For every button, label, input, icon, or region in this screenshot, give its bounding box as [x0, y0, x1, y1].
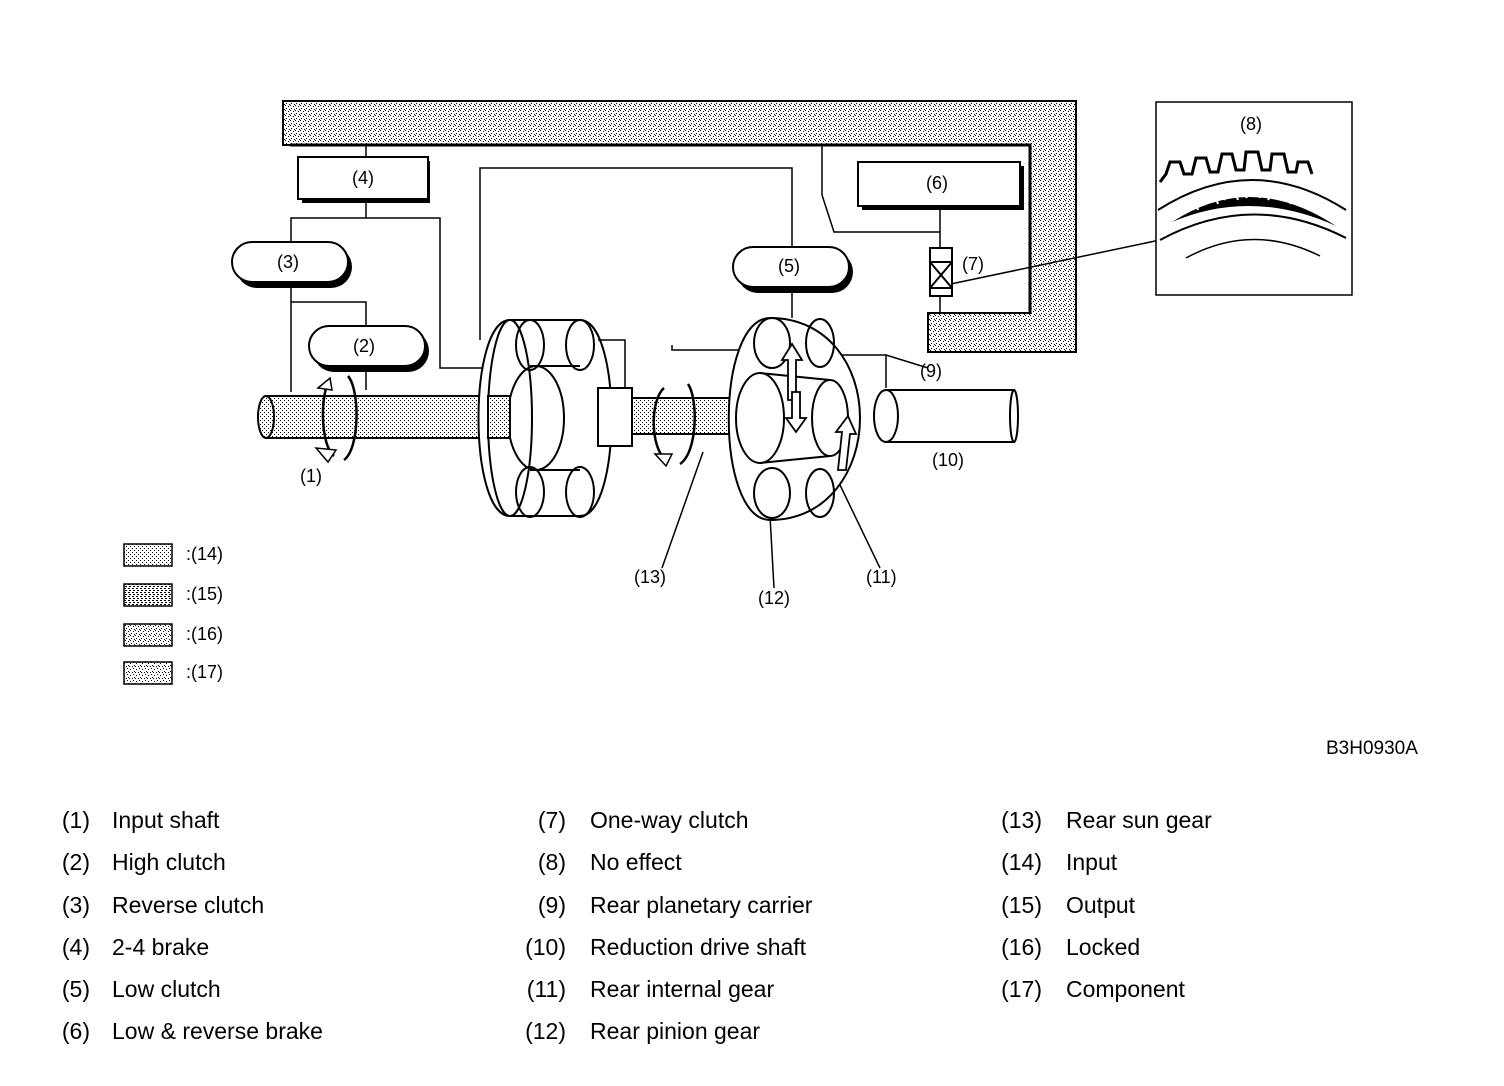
legend-number: (9) — [537, 891, 566, 918]
legend-text: Low & reverse brake — [112, 1018, 323, 1045]
connection-lines — [290, 145, 1161, 589]
legend-number: (11) — [526, 976, 566, 1003]
callout-5: (5) — [778, 256, 800, 276]
callout-12: (12) — [758, 588, 790, 608]
legend-text: Rear internal gear — [590, 976, 775, 1003]
inset-no-effect — [1155, 101, 1353, 296]
legend-number: (8) — [537, 849, 566, 876]
legend-text: Component — [1066, 976, 1185, 1003]
transmission-case — [282, 100, 1077, 353]
callout-7: (7) — [962, 254, 984, 274]
reference-code: B3H0930A — [1326, 738, 1418, 759]
legend-text: Input — [1066, 849, 1118, 876]
front-input-drum — [487, 395, 511, 439]
legend-list: (1) Input shaft (2) High clutch (3) Reverse… — [0, 806, 1504, 1066]
low-reverse-brake — [857, 161, 1024, 210]
legend-number: (15) — [1001, 891, 1042, 918]
legend-text: Locked — [1066, 933, 1141, 960]
legend-number: (2) — [61, 849, 90, 876]
legend-text: Output — [1066, 891, 1136, 918]
legend-text: Rear pinion gear — [590, 1018, 761, 1045]
swatch-component — [123, 661, 173, 685]
callout-labels: (1) (2) (3) (4) (5) (6) (7) (8) (9) (10)… — [186, 114, 1262, 682]
legend-text: 2-4 brake — [112, 933, 210, 960]
legend-text: Rear planetary carrier — [590, 891, 813, 918]
legend-number: (1) — [61, 807, 90, 833]
legend-number: (4) — [61, 933, 90, 960]
legend-text: Rear sun gear — [1066, 807, 1212, 833]
brake-2-4 — [297, 156, 430, 203]
callout-13: (13) — [634, 567, 666, 587]
legend-number: (13) — [1001, 807, 1042, 833]
callout-4: (4) — [352, 168, 374, 188]
callout-6: (6) — [926, 173, 948, 193]
legend-number: (12) — [525, 1018, 566, 1045]
pattern-key-swatches — [123, 543, 173, 685]
reverse-clutch — [231, 241, 352, 288]
legend-number: (3) — [61, 891, 90, 918]
legend-text: One-way clutch — [590, 807, 749, 833]
reduction-drive-shaft — [873, 389, 1019, 443]
legend-text: Input shaft — [112, 807, 220, 833]
legend-text: No effect — [590, 849, 682, 876]
legend-number: (17) — [1001, 976, 1042, 1003]
key-label-15: :(15) — [186, 584, 223, 604]
callout-8: (8) — [1240, 114, 1262, 134]
legend-text: Reverse clutch — [112, 891, 265, 918]
callout-1: (1) — [300, 466, 322, 486]
legend-text: Reduction drive shaft — [590, 933, 807, 960]
legend-number: (14) — [1001, 849, 1042, 876]
callout-2: (2) — [353, 336, 375, 356]
legend-number: (7) — [537, 807, 566, 833]
key-label-16: :(16) — [186, 624, 223, 644]
legend-number: (5) — [61, 976, 90, 1003]
input-shaft — [257, 375, 489, 464]
callout-11: (11) — [866, 567, 897, 587]
callout-3: (3) — [277, 252, 299, 272]
high-clutch — [308, 325, 429, 372]
legend-number: (6) — [61, 1018, 90, 1045]
swatch-input — [123, 543, 173, 567]
legend-text: High clutch — [112, 849, 226, 876]
callout-10: (10) — [932, 450, 964, 470]
callout-9: (9) — [920, 361, 942, 381]
low-clutch — [732, 246, 853, 293]
legend-number: (10) — [525, 933, 566, 960]
legend-number: (16) — [1001, 933, 1042, 960]
key-label-14: :(14) — [186, 544, 223, 564]
swatch-locked — [123, 623, 173, 647]
swatch-output — [123, 583, 173, 607]
legend-text: Low clutch — [112, 976, 221, 1003]
key-label-17: :(17) — [186, 662, 223, 682]
one-way-clutch-symbol — [929, 247, 953, 297]
rotation-arrows — [780, 342, 858, 471]
